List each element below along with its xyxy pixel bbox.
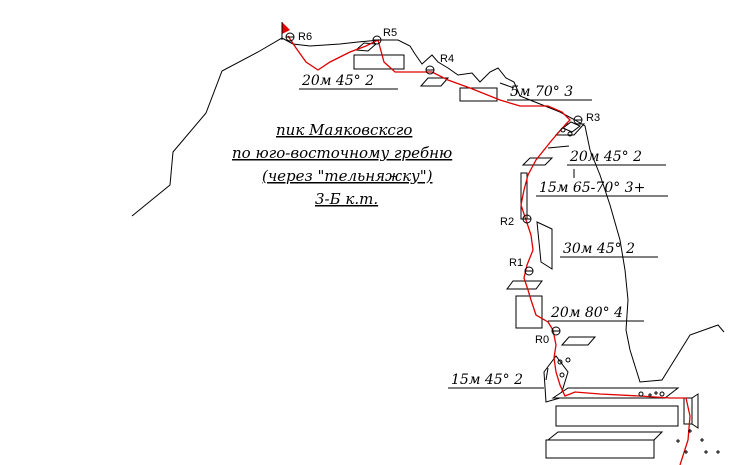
belay-markers <box>285 32 583 336</box>
belay-label-r5: R5 <box>383 27 397 39</box>
summit-flag-icon <box>282 22 290 34</box>
belay-label-r2: R2 <box>500 216 514 228</box>
belay-label-r3: R3 <box>586 112 600 124</box>
rock-block-r3 <box>562 121 581 133</box>
rock-slab-base-low <box>545 439 655 459</box>
rock-block-r0 <box>515 295 543 329</box>
rock-slab-base-mid <box>555 405 679 427</box>
pitch-leader-lines <box>499 82 575 381</box>
pitch-label-6: 20м 45° 2 <box>301 73 374 89</box>
title-via: (через "тельняжку") <box>262 167 433 185</box>
rock-dihedral-r1 <box>536 221 553 270</box>
rock-ledge-r4 <box>419 77 450 87</box>
pitch-label-3: 15м 65-70° 3+ <box>539 180 645 196</box>
rock-ledge-r5 <box>354 42 378 52</box>
belay-label-r0: R0 <box>535 334 549 346</box>
pitch-label-0: 15м 45° 2 <box>451 372 523 388</box>
pitch-label-1: 20м 80° 4 <box>550 305 623 321</box>
title-grade: 3-Б к.т. <box>315 190 378 208</box>
central-ridge-outline <box>513 81 725 383</box>
rock-ledge-upper-r2 <box>521 157 554 166</box>
pitch-label-2: 30м 45° 2 <box>563 241 635 257</box>
pitch-label-4: 20м 45° 2 <box>569 149 642 165</box>
climbing-route-line <box>287 35 691 465</box>
belay-label-r1: R1 <box>509 257 523 269</box>
rock-step-base <box>546 431 664 441</box>
rock-ledge-r0 <box>560 336 597 346</box>
scree-crosses <box>648 391 720 454</box>
piton-marks <box>557 127 665 397</box>
pitch-label-5: 5м 70° 3 <box>510 84 573 100</box>
belay-label-r6: R6 <box>298 31 312 43</box>
route-title: пик Маяковскcго по юго-восточному гребню… <box>232 121 452 208</box>
rock-pillar-right <box>683 397 693 425</box>
belay-label-r4: R4 <box>440 53 454 65</box>
title-peak: пик Маяковскcго <box>276 121 412 139</box>
rock-slab-r5 <box>353 54 405 70</box>
rock-slab-mid <box>459 87 498 102</box>
rock-wedge-right <box>691 393 699 429</box>
left-ridge-outline <box>131 37 515 217</box>
rock-ledge-r1 <box>506 280 543 290</box>
title-ridge: по юго-восточному гребню <box>232 144 452 162</box>
